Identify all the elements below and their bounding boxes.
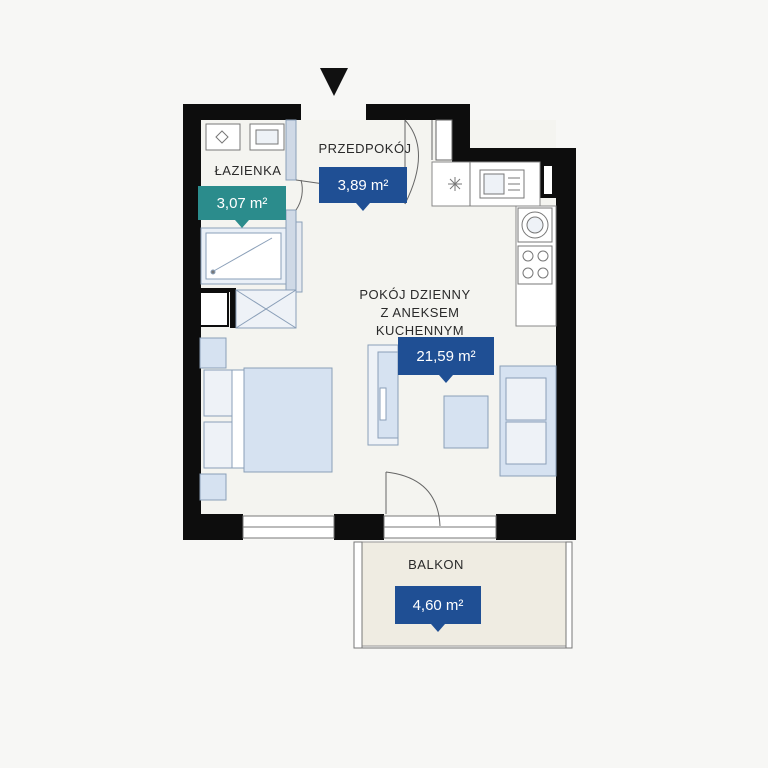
entrance-arrow-icon xyxy=(320,68,348,96)
balcony-label: BALKON xyxy=(408,557,464,572)
living-label-line1: POKÓJ DZIENNY xyxy=(359,287,471,302)
coffee-table xyxy=(443,395,489,449)
balcony-badge-tail xyxy=(431,624,445,632)
bathtub-icon xyxy=(200,227,287,285)
living-badge-tail xyxy=(439,375,453,383)
bathroom-shaft xyxy=(199,291,229,327)
kitchen-sink-icon xyxy=(479,169,525,199)
sofa xyxy=(499,365,557,477)
bathroom-label: ŁAZIENKA xyxy=(214,163,282,178)
tv-unit xyxy=(367,344,399,446)
living-area-badge: 21,59 m² xyxy=(398,337,494,375)
hall-badge-tail xyxy=(356,203,370,211)
walls xyxy=(183,104,576,540)
sink-icon xyxy=(249,123,285,151)
bathroom-badge-tail xyxy=(235,220,249,228)
doors xyxy=(295,119,453,527)
windows xyxy=(242,162,573,649)
bathroom-area-badge: 3,07 m² xyxy=(198,186,286,220)
cooktop-icon xyxy=(517,245,553,285)
balcony-area-badge: 4,60 m² xyxy=(395,586,481,624)
hall-area-badge: 3,89 m² xyxy=(319,167,407,203)
bed xyxy=(199,337,333,501)
hall-label: PRZEDPOKÓJ xyxy=(318,141,412,156)
toilet-icon xyxy=(205,123,241,151)
living-label-line2: Z ANEKSEM KUCHENNYM xyxy=(375,305,465,338)
washing-machine-icon xyxy=(517,207,553,243)
fridge-icon xyxy=(448,162,471,206)
wardrobe xyxy=(235,289,297,329)
